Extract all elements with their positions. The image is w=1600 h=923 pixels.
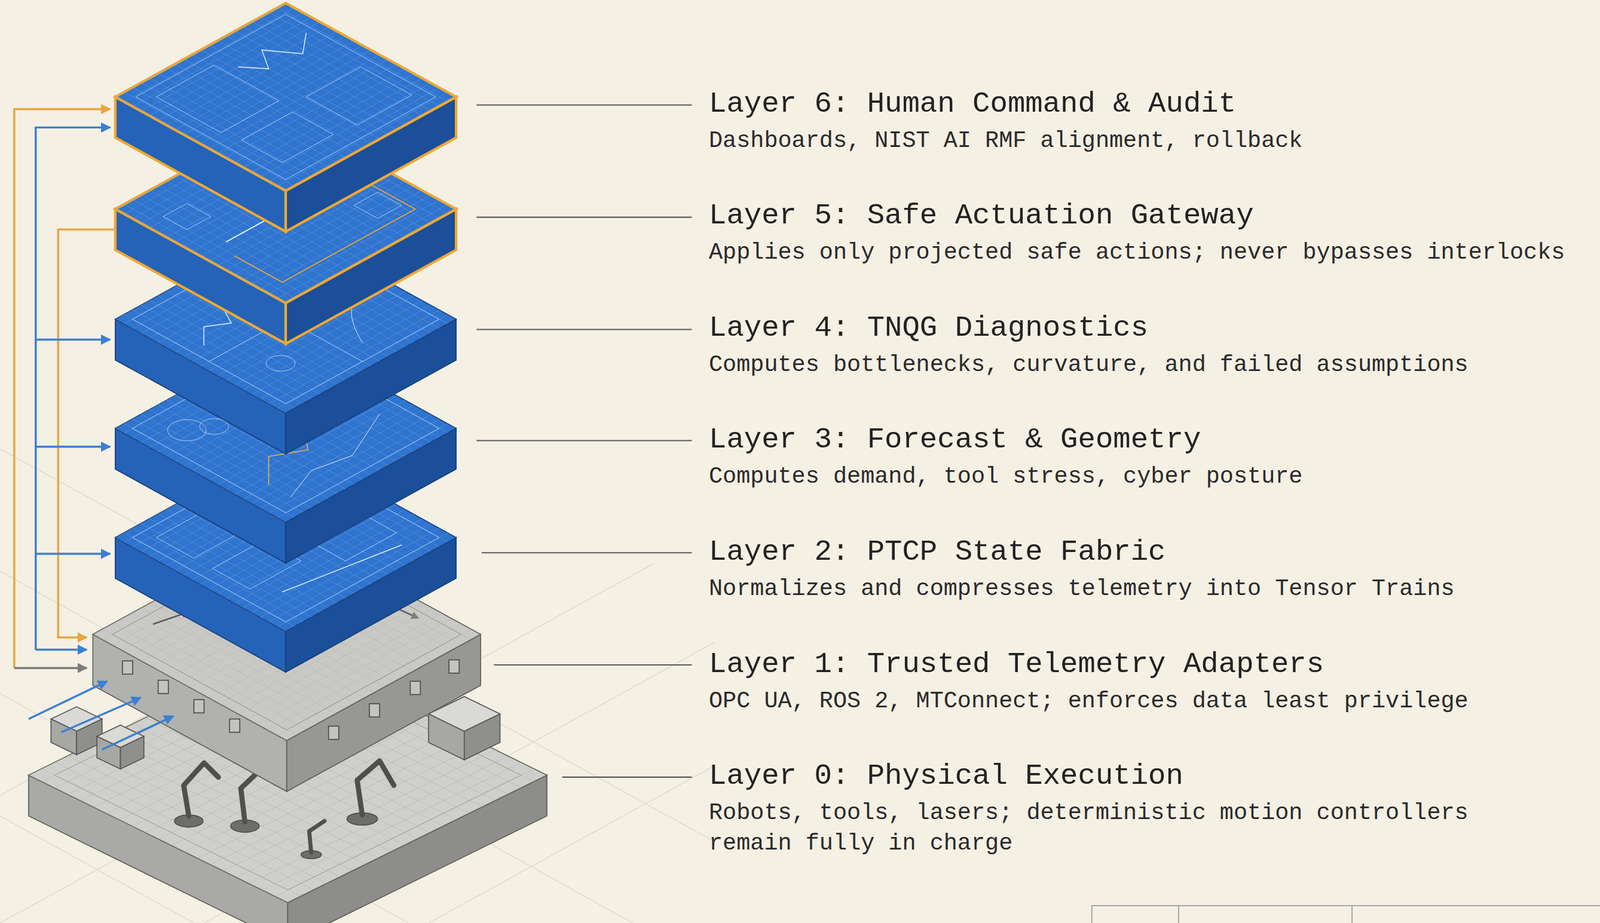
feedback-lines-part (35, 649, 87, 651)
title-block-part (1178, 906, 1352, 923)
port-boxes-part (448, 660, 460, 674)
feedback-lines-part (14, 667, 87, 669)
feedback-lines-part (35, 127, 111, 650)
layer-6-slab-part-part (241, 111, 334, 163)
layer-5-slab-part-part (163, 203, 211, 231)
input-arrows (28, 681, 174, 750)
robot-arms-part (309, 821, 325, 853)
layer-6-slab-part-part (115, 2, 457, 191)
feedback-lines-part (14, 109, 110, 669)
layer-6-slab (115, 2, 457, 232)
layer-5-slab-part-part (353, 192, 402, 219)
port-boxes-part (410, 681, 421, 695)
leader-lines-part (476, 328, 692, 330)
feedback-lines-part (35, 338, 111, 341)
feedback-lines-part (35, 552, 111, 555)
layer-6-slab-part-part (306, 66, 412, 125)
input-arrows-part (28, 681, 107, 720)
layer-6-slab-part-part (155, 65, 279, 133)
layer-description: OPC UA, ROS 2, MTConnect; enforces data … (708, 686, 1589, 718)
layer-4-slab-part-part (259, 352, 301, 375)
port-boxes-part (122, 661, 133, 675)
port-boxes-part (229, 719, 240, 733)
layer-6-slab-part-part (234, 29, 324, 79)
machine-boxes-part (120, 736, 144, 770)
port-boxes-part (193, 699, 204, 714)
leader-lines-part (493, 664, 692, 666)
layer-title: Layer 0: Physical Execution (708, 759, 1184, 794)
layer-description: Robots, tools, lasers; deterministic mot… (708, 798, 1510, 860)
layer-6-slab-part (115, 2, 457, 191)
layer-6-slab-part-part (135, 14, 436, 180)
layer-description: Computes demand, tool stress, cyber post… (708, 462, 1589, 493)
port-boxes-part (369, 704, 380, 718)
input-arrows-part (60, 698, 141, 733)
input-arrows-part (102, 716, 174, 750)
title-block-part (1091, 906, 1600, 923)
machine-boxes-part (428, 714, 465, 761)
leader-lines-part (562, 776, 693, 779)
feedback-lines-part (35, 445, 111, 448)
layer-title: Layer 5: Safe Actuation Gateway (708, 199, 1254, 234)
leader-lines-part (476, 104, 692, 106)
title-block (1091, 906, 1600, 923)
layer-title: Layer 4: TNQG Diagnostics (708, 311, 1149, 346)
machine-boxes-part (50, 719, 77, 756)
layer-description: Computes bottlenecks, curvature, and fai… (708, 350, 1589, 381)
layer-6-slab-part (115, 2, 457, 191)
leader-lines-part (476, 216, 692, 219)
feedback-lines (14, 109, 116, 669)
layer-title: Layer 2: PTCP State Fabric (708, 535, 1167, 570)
port-boxes-part (328, 726, 339, 740)
port-boxes (122, 660, 460, 740)
feedback-lines-part (57, 229, 116, 638)
machine-boxes-part (464, 714, 501, 761)
layer-description: Normalizes and compresses telemetry into… (708, 574, 1589, 605)
machine-boxes-part (96, 736, 121, 770)
layer-description: Applies only projected safe actions; nev… (708, 237, 1589, 269)
robot-arms-part (357, 761, 394, 816)
layer-title: Layer 3: Forecast & Geometry (708, 423, 1201, 458)
layer-description: Dashboards, NIST AI RMF alignment, rollb… (708, 126, 1589, 157)
layer-title: Layer 1: Trusted Telemetry Adapters (708, 647, 1324, 682)
leader-lines-part (476, 439, 692, 442)
port-boxes-part (158, 680, 169, 694)
leader-lines (476, 105, 692, 778)
leader-lines-part (481, 552, 693, 554)
layer-title: Layer 6: Human Command & Audit (708, 87, 1237, 122)
robot-arms-part (183, 763, 219, 817)
